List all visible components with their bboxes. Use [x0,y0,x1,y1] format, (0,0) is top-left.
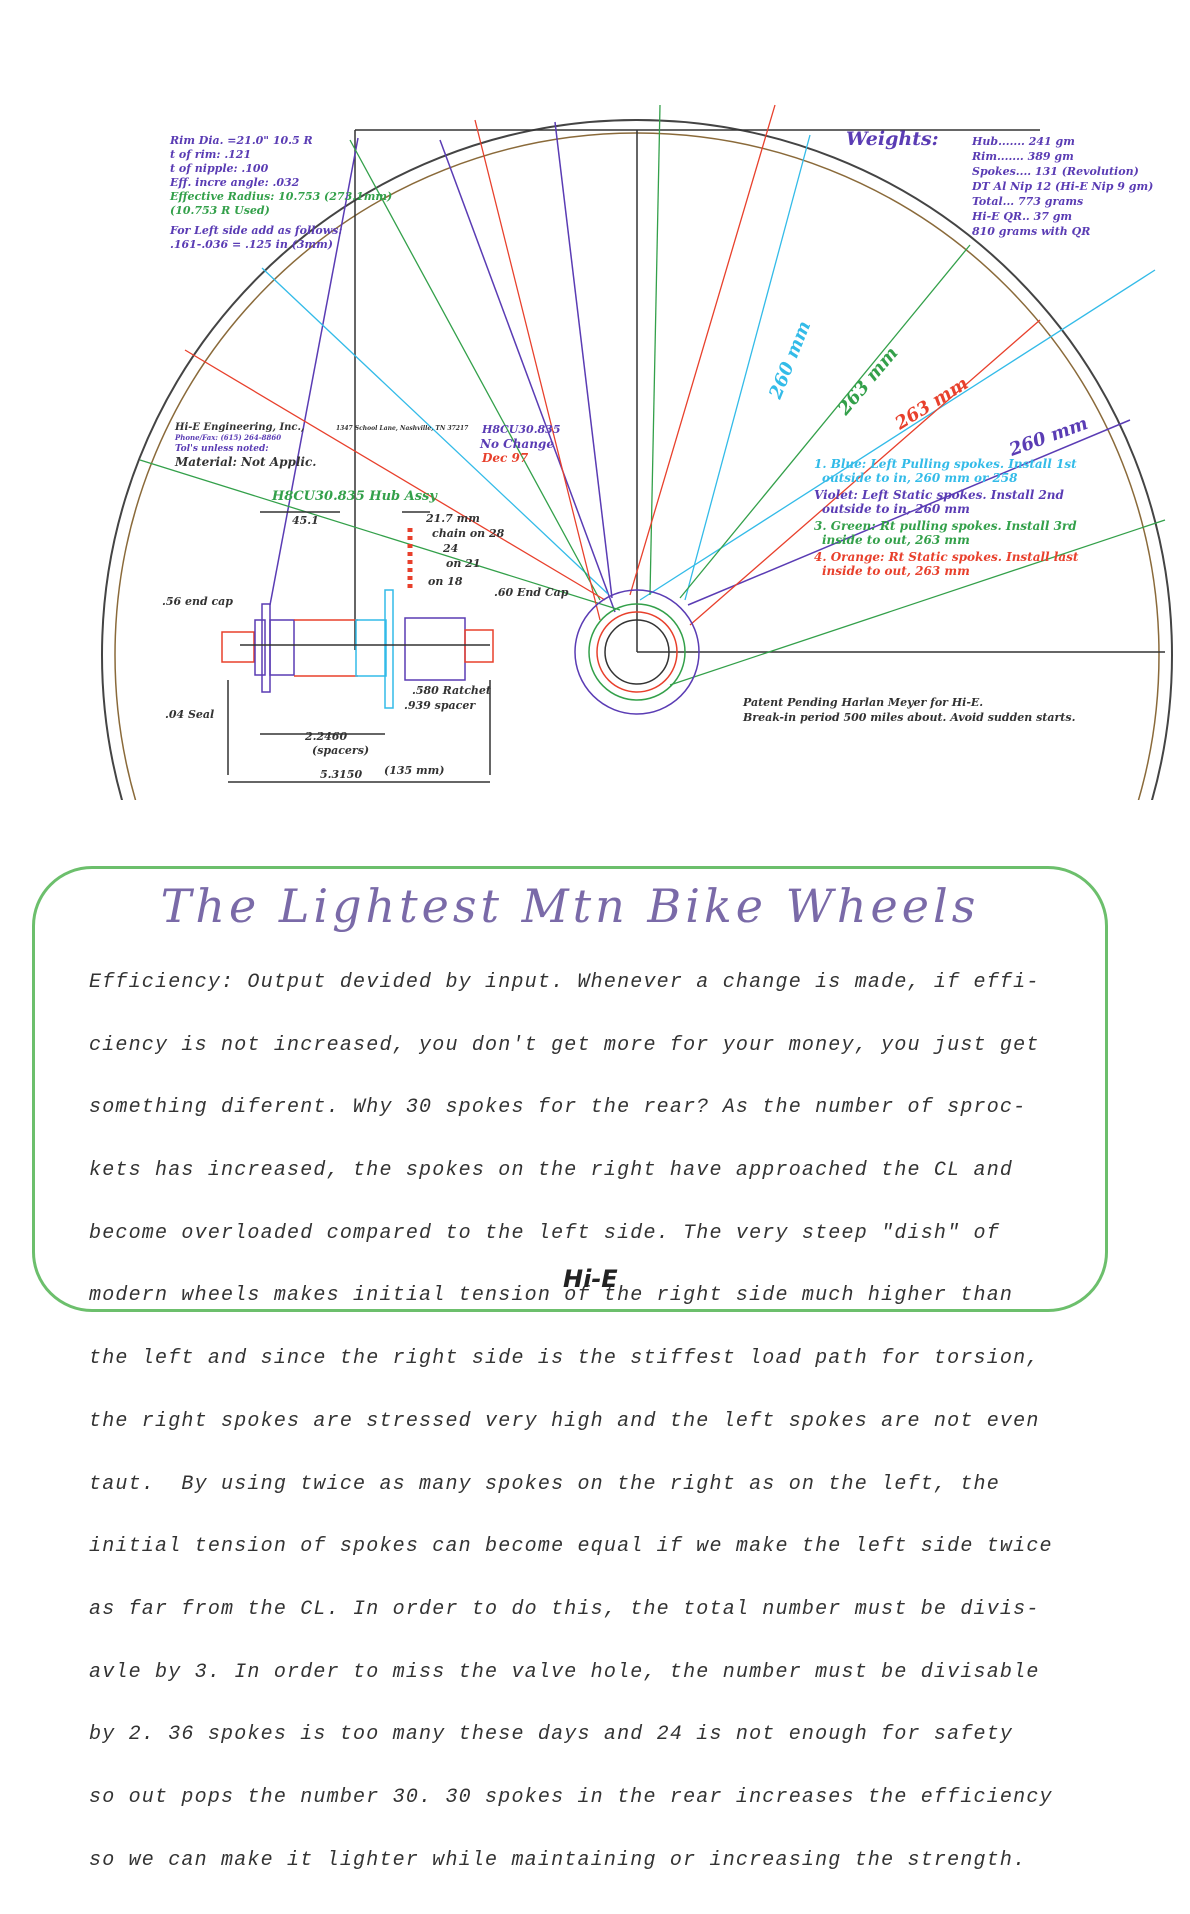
weight-item: DT Al Nip 12 (Hi-E Nip 9 gm) [971,180,1153,193]
material: Material: Not Applic. [174,455,316,469]
spokes-blue [261,134,1156,601]
hub-flange [574,589,700,715]
assembly-label: H8CU30.835 Hub Assy [271,489,438,504]
title-block: Hi-E Engineering, Inc., 1347 School Lane… [174,422,561,504]
dim-seal: .04 Seal [165,708,214,721]
spokes-violet [269,121,1131,613]
spokes-orange [184,104,1041,626]
legend-blue-line1: 1. Blue: Left Pulling spokes. Install 1s… [814,457,1077,471]
dim-chain: chain on 28 [432,527,505,540]
body-line: as far from the CL. In order to do this,… [89,1598,1040,1621]
body-line: ciency is not increased, you don't get m… [89,1033,1040,1057]
dim-spacer: .939 spacer [404,699,476,712]
dim-cog-21: on 21 [446,557,480,570]
body-line: kets has increased, the spokes on the ri… [89,1158,1014,1182]
effective-radius: Effective Radius: 10.753 (273.1mm) [169,190,392,203]
spoke-length-green: 263 mm [833,343,902,420]
weight-item: Rim....... 389 gm [971,150,1074,163]
spoke-length-labels: 260 mm 263 mm 263 mm 260 mm [765,318,1091,461]
wheel-diagram: Rim Dia. =21.0" 10.5 R t of rim: .121 t … [101,104,1173,800]
left-side-note: For Left side add as follows: [169,224,342,237]
body-line: by 2. 36 spokes is too many these days a… [89,1723,1014,1747]
dim-flange-offset: 45.1 [292,514,319,527]
spoke-legend: 1. Blue: Left Pulling spokes. Install 1s… [814,457,1079,578]
weight-item: Total... 773 grams [972,195,1083,208]
body-line: so we can make it lighter while maintain… [89,1848,1027,1872]
dim-overall-mm: (135 mm) [384,764,444,777]
body-line: something diferent. Why 30 spokes for th… [89,1096,1027,1120]
body-line: become overloaded compared to the left s… [89,1221,1000,1245]
legend-orange-line2: inside to out, 263 mm [822,564,970,578]
spokes-green [139,104,1166,686]
hi-e-logo: Hi-E [563,1265,618,1293]
company-phone: Phone/Fax: (615) 264-8860 [174,433,281,442]
dim-ratchet: .580 Ratchet [412,684,491,697]
dim-overall: 5.3150 [320,768,362,781]
card-body: Efficiency: Output devided by input. Whe… [89,931,1053,1914]
tolerance: Tol's unless noted: [175,444,269,454]
hub-dimensions: 45.1 21.7 mm chain on 28 24 on 21 on 18 … [162,512,569,781]
weight-item: Hub....... 241 gm [971,135,1075,148]
card-title: The Lightest Mtn Bike Wheels [160,879,980,933]
construction-lines [354,129,1165,653]
company-name: Hi-E Engineering, Inc., [174,422,304,433]
rim-specs: Rim Dia. =21.0" 10.5 R t of rim: .121 t … [169,134,392,251]
spec-line: t of nipple: .100 [170,162,269,175]
change-status: No Change [479,437,554,451]
body-line: initial tension of spokes can become equ… [89,1535,1053,1559]
legend-orange-line1: 4. Orange: Rt Static spokes. Install las… [814,550,1079,564]
body-line: Efficiency: Output devided by input. Whe… [89,970,1040,994]
spec-line: Eff. incre angle: .032 [169,176,300,189]
spec-line: t of rim: .121 [170,148,251,161]
radius-used: (10.753 R Used) [170,204,270,217]
weight-item: Spokes.... 131 (Revolution) [972,165,1139,178]
drawing-date: Dec 97 [481,451,529,465]
notes: Patent Pending Harlan Meyer for Hi-E. Br… [742,696,1076,724]
break-in-note: Break-in period 500 miles about. Avoid s… [742,711,1076,724]
dim-end-cap-right: .60 End Cap [494,586,569,599]
weights-title: Weights: [846,128,939,150]
legend-green-line2: inside to out, 263 mm [822,533,970,547]
body-line: taut. By using twice as many spokes on t… [89,1472,1000,1496]
legend-blue-line2: outside to in, 260 mm or 258 [822,471,1018,485]
spec-line: Rim Dia. =21.0" 10.5 R [169,134,313,147]
part-number: H8CU30.835 [481,423,561,436]
body-line: modern wheels makes initial tension of t… [89,1284,1014,1308]
spoke-length-orange: 263 mm [891,373,972,435]
dim-spacers-label: (spacers) [312,744,369,757]
left-side-calc: .161-.036 = .125 in (3mm) [170,238,333,251]
dim-chainline: 21.7 mm [425,512,480,525]
weight-item: 810 grams with QR [972,225,1090,238]
legend-green-line1: 3. Green: Rt pulling spokes. Install 3rd [814,519,1077,533]
body-line: the left and since the right side is the… [89,1347,1040,1371]
dim-cog-24: 24 [442,542,458,555]
weights: Weights: Hub....... 241 gm Rim....... 38… [846,128,1153,238]
legend-violet-line2: outside to in, 260 mm [822,502,970,516]
body-line: the right spokes are stressed very high … [89,1409,1040,1433]
spoke-length-blue: 260 mm [765,318,816,403]
patent-note: Patent Pending Harlan Meyer for Hi-E. [742,696,983,709]
body-line: so out pops the number 30. 30 spokes in … [89,1786,1053,1810]
hub-assembly-drawing [221,511,494,783]
info-card: The Lightest Mtn Bike Wheels Efficiency:… [32,866,1108,1871]
dim-end-cap-left: .56 end cap [162,595,233,608]
company-address: 1347 School Lane, Nashville, TN 37217 [336,425,469,432]
body-line: avle by 3. In order to miss the valve ho… [89,1660,1040,1684]
dim-cog-18: on 18 [428,575,463,588]
dim-spacers: 2.2460 [304,730,347,743]
weight-item: Hi-E QR.. 37 gm [971,210,1072,223]
legend-violet-line1: Violet: Left Static spokes. Install 2nd [814,488,1065,502]
